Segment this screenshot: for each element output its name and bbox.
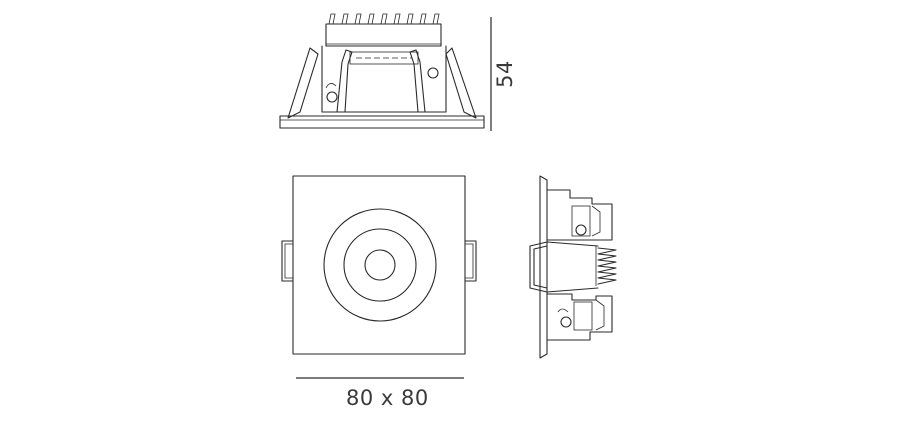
profile-upper-housing bbox=[546, 189, 613, 241]
heatsink-fins bbox=[328, 13, 440, 25]
right-spring-clip bbox=[409, 49, 426, 113]
right-leg bbox=[445, 47, 477, 119]
driver-block bbox=[325, 23, 442, 47]
lower-screw bbox=[560, 316, 572, 328]
height-dimension-label: 54 bbox=[492, 60, 517, 88]
profile-flange bbox=[539, 175, 548, 359]
housing-body bbox=[321, 45, 447, 113]
width-dimension-label: 80 x 80 bbox=[346, 386, 429, 410]
profile-clip-bracket bbox=[529, 241, 548, 293]
square-faceplate bbox=[292, 175, 466, 355]
lens bbox=[364, 249, 396, 281]
upper-screw bbox=[575, 224, 587, 236]
left-tab bbox=[281, 240, 294, 282]
profile-view bbox=[529, 175, 617, 359]
middle-ring bbox=[343, 228, 417, 302]
left-pivot bbox=[326, 91, 338, 103]
side-elevation-view bbox=[279, 13, 485, 129]
bezel-flange bbox=[279, 115, 485, 129]
outer-ring bbox=[323, 208, 437, 322]
left-leg bbox=[287, 47, 319, 119]
right-tab bbox=[464, 240, 477, 282]
right-pivot bbox=[427, 67, 439, 79]
profile-spring bbox=[595, 246, 617, 286]
front-view bbox=[281, 175, 477, 355]
left-spring-clip bbox=[336, 49, 353, 113]
profile-lower-housing bbox=[546, 293, 613, 341]
